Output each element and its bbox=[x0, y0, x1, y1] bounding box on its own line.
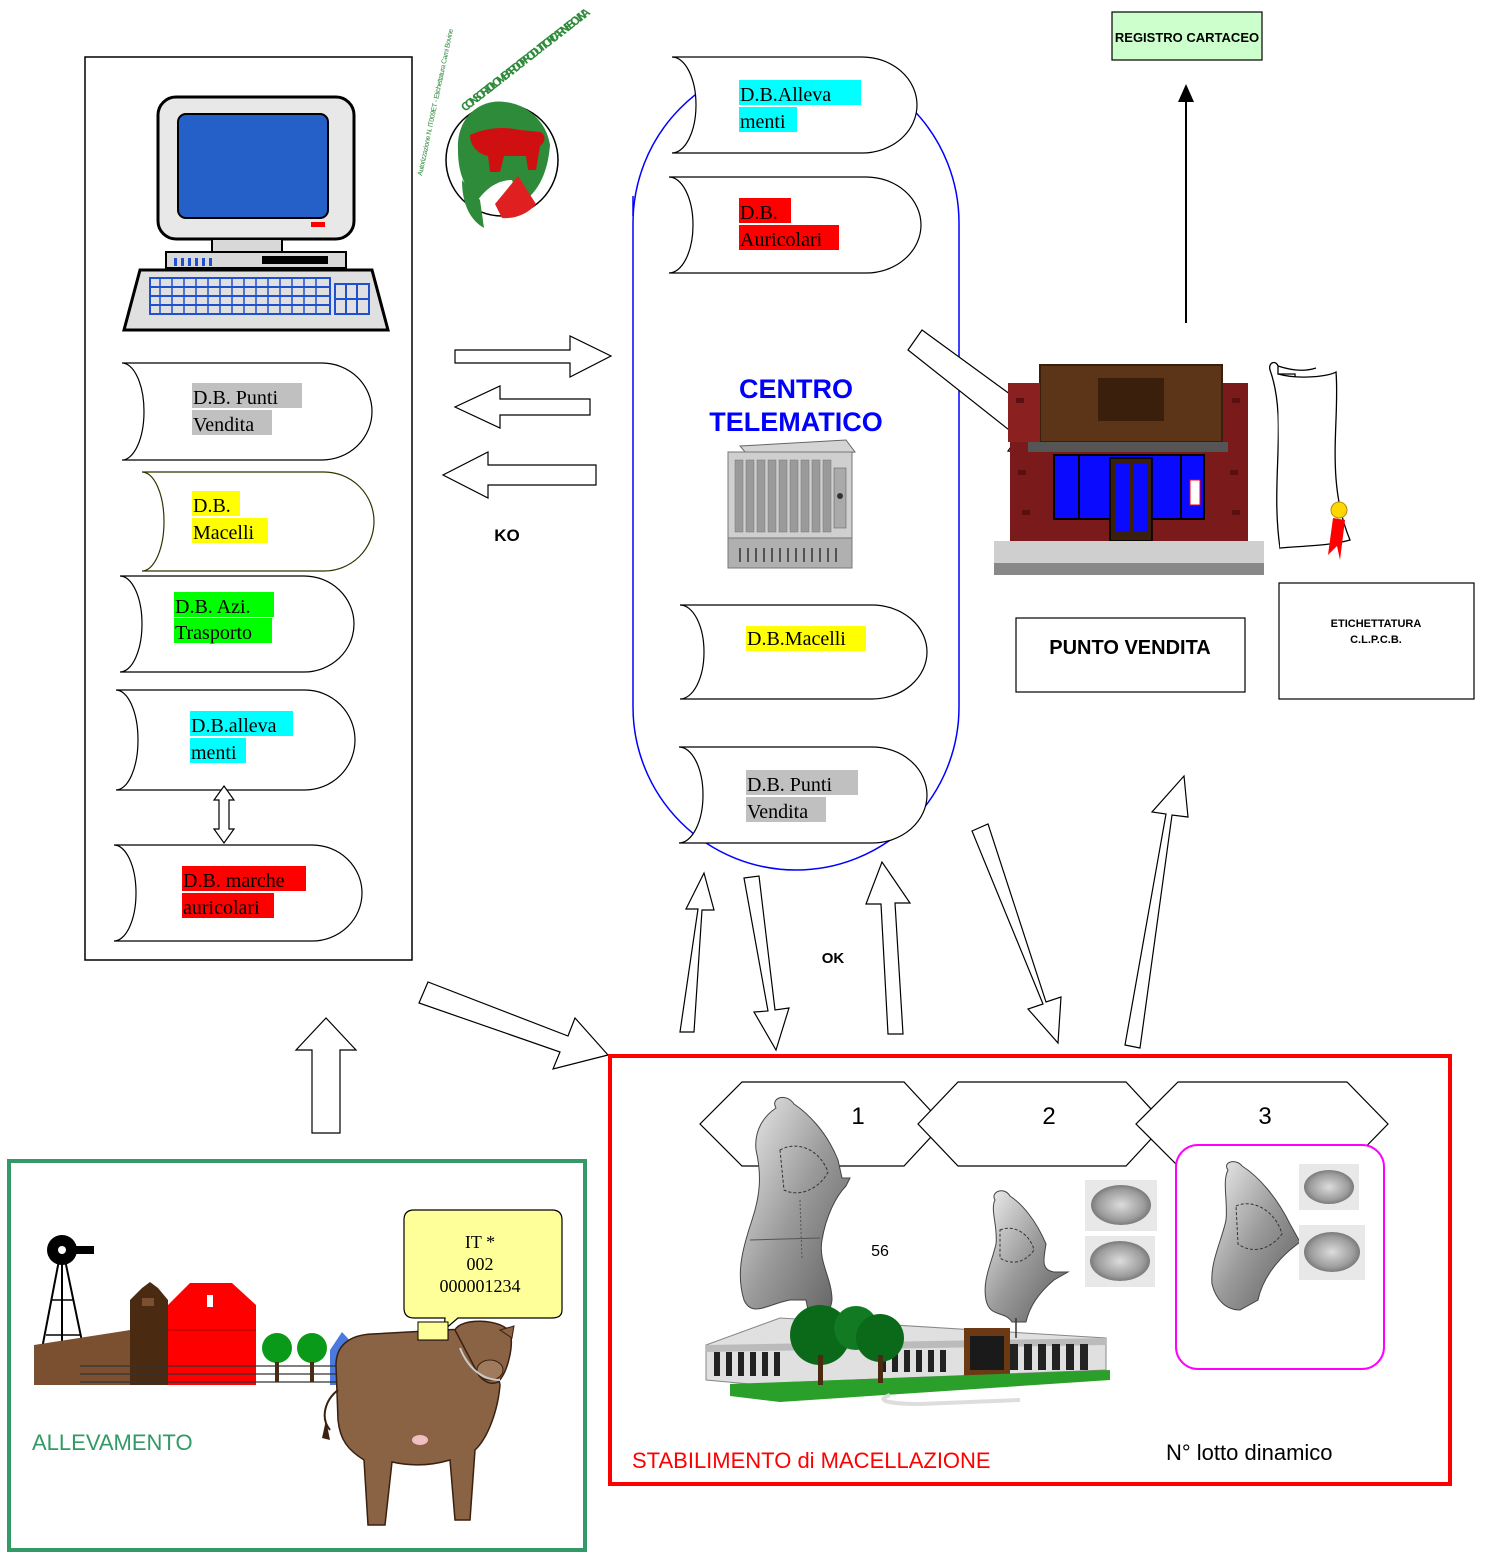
center-db-1-line1: D.B.Alleva bbox=[740, 84, 831, 106]
left-db-2-highlight-2 bbox=[192, 518, 268, 543]
left-db-4-line2: menti bbox=[191, 742, 237, 764]
center-db-2-highlight bbox=[739, 198, 791, 223]
ear-tag-line3: 000001234 bbox=[440, 1276, 521, 1296]
ear-tag-line2: 002 bbox=[467, 1254, 494, 1274]
arrow-down-1 bbox=[743, 875, 790, 1052]
left-db-1-line1: D.B. Punti bbox=[193, 387, 278, 409]
arrow-farm-to-panel bbox=[294, 1017, 358, 1134]
arrow-right-to-center bbox=[454, 335, 613, 378]
center-db-4-line2: Vendita bbox=[747, 801, 808, 823]
consortium-logo: CONSORZIO LOMBARDO PRODUTTORI CARNE BOVI… bbox=[417, 5, 593, 237]
left-db-5-highlight-2 bbox=[182, 893, 274, 918]
left-db-2-line2: Macelli bbox=[193, 522, 255, 544]
center-db-1-highlight-2 bbox=[739, 107, 797, 132]
process-step-3-label: 3 bbox=[1258, 1103, 1271, 1130]
punto-vendita-label: PUNTO VENDITA bbox=[1049, 637, 1211, 659]
certificate-scroll-icon bbox=[1269, 361, 1351, 560]
shop-building-icon bbox=[994, 364, 1264, 575]
slaughterhouse-building-icon bbox=[705, 1305, 1110, 1407]
server-rack-icon bbox=[727, 439, 856, 569]
left-db-5-line2: auricolari bbox=[183, 897, 260, 919]
center-title-line2: TELEMATICO bbox=[709, 407, 882, 437]
lotto-label: N° lotto dinamico bbox=[1166, 1440, 1333, 1465]
steak-cut-1 bbox=[1091, 1185, 1151, 1225]
left-db-3-line2: Trasporto bbox=[175, 622, 252, 644]
left-db-4-highlight-2 bbox=[190, 738, 246, 763]
process-step-1-label: 1 bbox=[851, 1103, 864, 1130]
register-label: REGISTRO CARTACEO bbox=[1115, 30, 1259, 45]
quarter-carcass-icon bbox=[984, 1190, 1070, 1323]
arrow-panel-to-slaughter bbox=[418, 981, 610, 1070]
label-56: 56 bbox=[871, 1243, 889, 1260]
center-db-4-line1: D.B. Punti bbox=[747, 774, 832, 796]
arrow-to-register-head bbox=[1178, 84, 1194, 102]
steak-cut-2 bbox=[1090, 1241, 1150, 1281]
left-db-3-line1: D.B. Azi. bbox=[175, 596, 251, 618]
left-db-4-highlight bbox=[190, 711, 293, 736]
farm-scene-icon bbox=[34, 1235, 380, 1385]
double-arrow-icon bbox=[212, 784, 236, 845]
left-db-3-highlight bbox=[174, 592, 274, 617]
arrow-ko-left bbox=[441, 451, 597, 499]
center-db-3-line1: D.B.Macelli bbox=[747, 628, 846, 650]
ear-tag-line1: IT * bbox=[465, 1232, 495, 1252]
center-db-4-highlight bbox=[746, 770, 858, 795]
center-db-2-highlight-2 bbox=[739, 225, 839, 250]
arrow-down-to-shop-side bbox=[971, 823, 1062, 1045]
label-ko: KO bbox=[494, 526, 520, 545]
process-step-2-shape bbox=[917, 1081, 1166, 1167]
center-db-4-highlight-2 bbox=[746, 797, 826, 822]
left-db-1-highlight-2 bbox=[192, 410, 272, 435]
left-db-4-line1: D.B.alleva bbox=[191, 715, 277, 737]
etichettatura-line2: C.L.P.C.B. bbox=[1350, 634, 1402, 646]
left-db-5-highlight bbox=[182, 866, 306, 891]
left-db-2-line1: D.B. bbox=[193, 495, 231, 517]
left-db-3-highlight-2 bbox=[174, 618, 272, 643]
center-db-3-highlight bbox=[746, 626, 866, 651]
lot-carcass-icon bbox=[1211, 1161, 1301, 1311]
center-title-line1: CENTRO bbox=[739, 374, 853, 404]
arrow-up-1 bbox=[679, 871, 715, 1033]
arrow-up-to-shop bbox=[1124, 774, 1189, 1049]
etichettatura-line1: ETICHETTATURA bbox=[1331, 618, 1422, 630]
arrow-left-from-center bbox=[453, 385, 591, 429]
arrow-up-2 bbox=[865, 860, 912, 1035]
computer-icon bbox=[122, 95, 390, 332]
left-db-5-line1: D.B. marche bbox=[183, 870, 285, 892]
cow-icon bbox=[322, 1320, 515, 1526]
lot-steak-cut-2 bbox=[1304, 1232, 1360, 1272]
center-db-shape-3 bbox=[679, 604, 928, 700]
etichettatura-box bbox=[1278, 582, 1475, 700]
left-db-1-line2: Vendita bbox=[193, 414, 254, 436]
stabilimento-label: STABILIMENTO di MACELLAZIONE bbox=[632, 1448, 991, 1473]
allevamento-label: ALLEVAMENTO bbox=[32, 1430, 193, 1455]
center-db-2-line2: Auricolari bbox=[740, 229, 823, 251]
left-db-1-highlight bbox=[192, 383, 302, 408]
lot-steak-cut-1 bbox=[1304, 1170, 1354, 1204]
center-db-1-line2: menti bbox=[740, 111, 786, 133]
left-db-2-highlight bbox=[192, 491, 240, 516]
punto-vendita-box bbox=[1015, 617, 1246, 693]
center-db-1-highlight bbox=[739, 80, 861, 105]
center-db-2-line1: D.B. bbox=[740, 202, 778, 224]
process-step-2-label: 2 bbox=[1042, 1103, 1055, 1130]
label-ok: OK bbox=[822, 950, 845, 967]
register-box bbox=[1111, 11, 1263, 61]
